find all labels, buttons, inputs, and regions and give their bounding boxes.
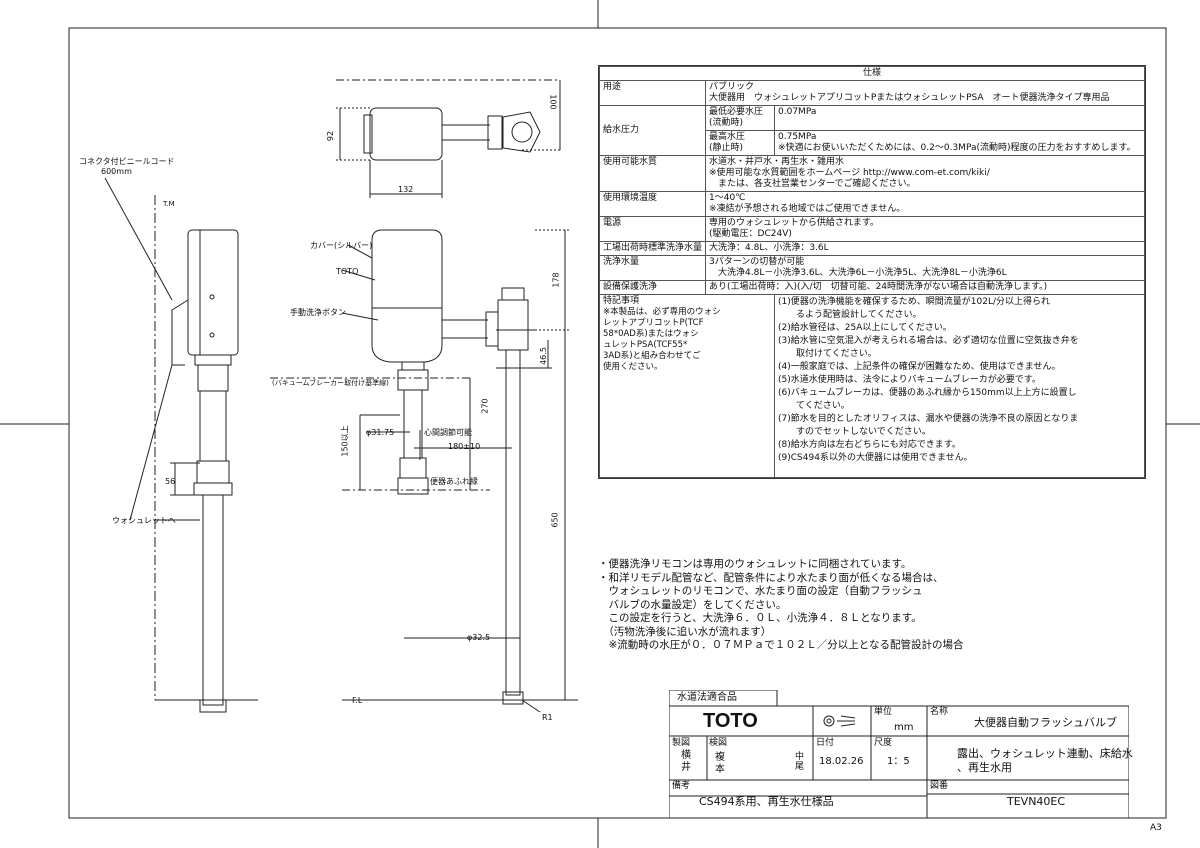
note-line: ・便器洗浄リモコンは専用のウォシュレットに同梱されています。 [598,558,912,570]
name-label: 名称 [930,707,949,717]
remarks-label: 備考 [672,781,691,791]
dim-180: 180±10 [448,442,481,451]
spec-value: または、各支社営業センターでご確認ください。 [709,179,916,189]
approved-by-2: 尾 [795,762,805,772]
approval-label: 水道法適合品 [677,692,737,703]
sheet-size: A3 [1150,823,1162,833]
note-line: ウォシュレットのリモコンで、水たまり面の設定（自動フラッシュ [598,585,923,597]
note-line: この設定を行うと、大洗浄６．０Ｌ、小洗浄４．８Ｌとなります。 [598,612,922,624]
dim-r1: R1 [542,713,553,722]
drawing-number-label: 図番 [930,781,949,791]
checked-by-1: 複 [715,752,725,763]
to-washlet-label: ウォシュレットへ [112,516,176,525]
unit-label: 単位 [874,707,893,717]
dim-178: 178 [551,272,561,288]
spec-sublabel: 最低必要水圧 (流動時) [705,105,776,131]
dim-270: 270 [480,398,490,414]
checked-by-2: 本 [715,764,725,775]
note-line: （汚物洗浄後に追い水が流れます） [598,625,772,638]
spec-value: (駆動電圧：DC24V) [709,229,792,239]
spec-label-pressure: 給水圧力 [598,105,707,156]
product-name: 大便器自動フラッシュバルブ [974,716,1117,729]
floor-line-label: F.L [352,696,363,705]
spec-value: 大便器用 ウォシュレットアプリコットPまたはウォシュレットPSA オート便器洗浄… [709,93,1110,103]
sheet-border [68,27,1167,819]
dim-31-75: φ31.75 [366,428,395,437]
drawn-by-2: 井 [681,762,691,773]
spec-value: 0.75MPa [778,132,817,142]
special-items: (1)便器の洗浄機能を確保するため、瞬間流量が102L/分以上得られ るよう配管… [774,294,1145,478]
dim-100: 100 [548,94,558,110]
scale-value: 1：5 [887,756,910,767]
spec-value: 0.07MPa [774,105,1145,131]
dim-92: 92 [326,130,336,142]
top-view [336,79,561,198]
spec-value: 専用のウォシュレットから供給されます。 [709,218,879,228]
spec-value: ※使用可能な水質範囲をホームページ http://www.com-et.com/… [709,168,990,178]
dim-46-5: 46.5 [538,347,548,365]
scale-label: 尺度 [874,738,893,748]
brand-logo: TOTO [703,710,758,732]
dim-650: 650 [550,512,560,528]
spec-label-temp: 使用環境温度 [598,191,707,217]
overflow-label: 便器あふれ縁 [430,477,478,486]
desc-line-1: 露出、ウォシュレット連動、床給水 [957,747,1133,760]
spec-value: 水道水・井戸水・再生水・雑用水 [709,157,845,167]
toto-mark-label: TOTO [336,267,359,276]
desc-line-2: 、再生水用 [957,761,1012,774]
spec-value: パブリック [709,82,755,92]
cover-label: カバー(シルバー) [310,241,373,250]
spec-value: 1～40℃ [709,193,746,203]
spec-label-special: 特記事項 [603,296,640,306]
spec-value: ※快適にお使いいただくためには、0.2～0.3MPa(流動時)程度の圧力をおすす… [778,143,1136,153]
spec-header: 仕様 [599,66,1145,81]
front-view [270,229,578,713]
cord-label: コネクタ付ビニールコード [79,157,175,166]
dim-32-5: φ32.5 [467,633,491,642]
adjustable-label: 心間調節可能 [424,428,472,437]
title-block: 水道法適合品 TOTO 単位 mm 名称 大便器自動フラッシュバルブ 製図 横 … [669,690,1133,818]
unit-value: mm [894,722,914,733]
cord-length-label: 600mm [101,167,132,176]
date-label: 日付 [816,738,835,748]
spec-value: 大洗浄4.8L－小洗浄3.6L、大洗浄6L－小洗浄5L、大洗浄8L－小洗浄6L [709,268,1007,278]
dim-56: 56 [165,477,176,486]
spec-label-water: 使用可能水質 [598,155,707,192]
spec-value: ※凍結が予想される地域ではご使用できません。 [709,204,906,214]
spec-table: 仕様 用途 パブリック 大便器用 ウォシュレットアプリコットPまたはウォシュレッ… [598,65,1146,479]
approved-by-1: 中 [795,752,805,762]
drawn-by-1: 横 [681,750,691,761]
title-block-grid [669,690,1129,818]
spec-value: 3パターンの切替が可能 [709,257,805,267]
spec-label-default-volume: 工場出荷時標準洗浄水量 [598,241,707,256]
dim-132: 132 [398,185,414,194]
spec-label-volume: 洗浄水量 [598,255,707,281]
note-line: ・和洋リモデル配管など、配管条件により水たまり面が低くなる場合は、 [598,571,944,584]
spec-label-use: 用途 [598,80,707,106]
spec-value: 大洗浄：4.8L、小洗浄：3.6L [705,241,1145,256]
remarks-value: CS494系用、再生水仕様品 [699,795,834,808]
drawn-label: 製図 [672,738,691,748]
spec-label-power: 電源 [598,216,707,242]
top-mark-label: T.M [163,200,175,208]
notes: ・便器洗浄リモコンは専用のウォシュレットに同梱されています。 ・和洋リモデル配管… [598,558,1038,653]
drawing-number: TEVN40EC [1007,795,1066,808]
side-view [104,177,258,713]
vacuum-breaker-label: (バキュームブレーカー取付け基準線) [272,379,389,387]
date-value: 18.02.26 [819,756,864,767]
spec-sublabel: 最高水圧 (静止時) [705,130,776,156]
note-line: ※流動時の水圧が０．０７ＭＰａで１０２Ｌ／分以上となる配管設計の場合 [598,639,964,651]
manual-button-label: 手動洗浄ボタン [290,308,346,317]
spec-label-protection: 設備保護洗浄 [598,280,707,295]
spec-value: あり(工場出荷時：入)(入/切 切替可能、24時間洗浄がない場合は自動洗浄します… [705,280,1145,295]
note-line: バルブの水量設定）をしてください。 [598,598,787,611]
special-left-note: ※本製品は、必ず専用のウォシ レットアプリコットP(TCF 58*0AD系)また… [603,307,721,372]
checked-label: 検図 [709,738,728,748]
dim-150: 150以上 [340,425,350,457]
